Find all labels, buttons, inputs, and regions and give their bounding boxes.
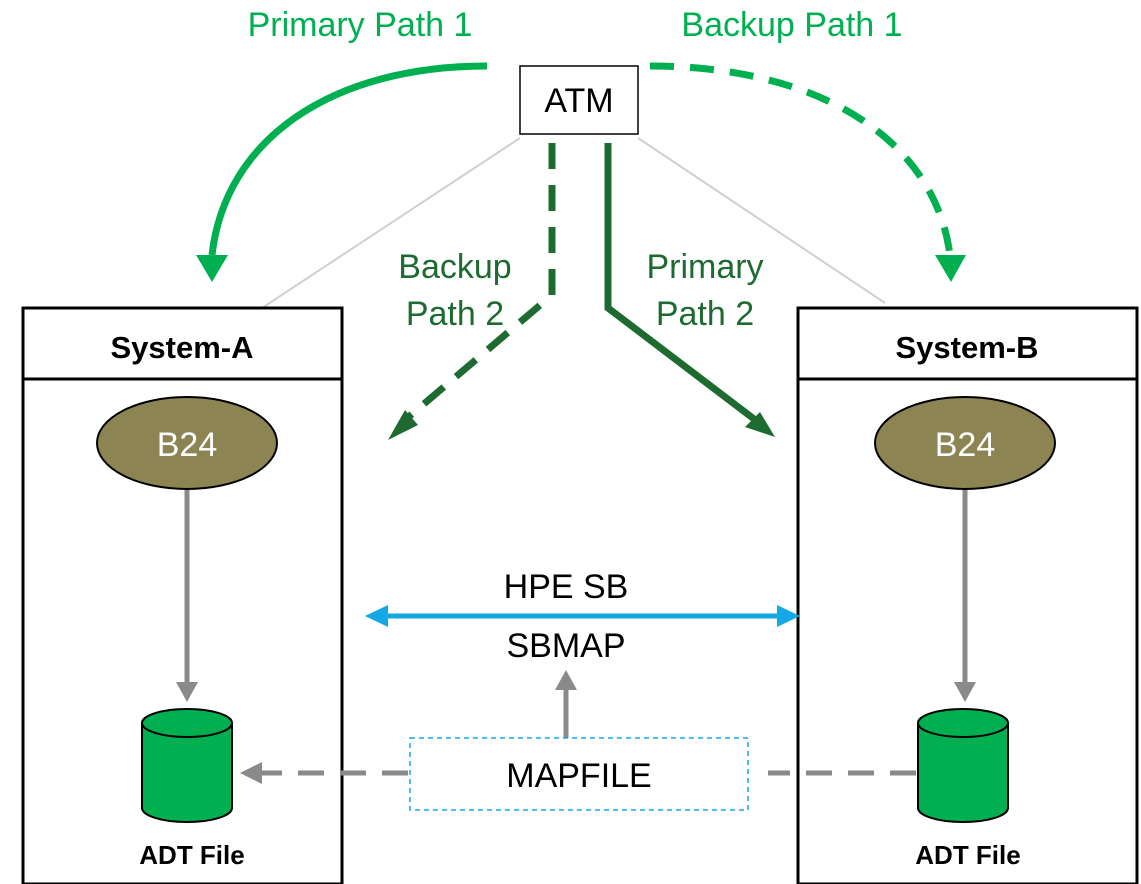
system-a-title: System-A — [111, 330, 254, 365]
atm-box — [519, 65, 639, 135]
system-a-adt-cylinder — [141, 708, 233, 823]
backup-path-1-arrow — [649, 62, 954, 256]
system-b-b24-to-adt-arrowhead — [954, 682, 976, 702]
system-a-b24-node — [96, 396, 278, 490]
primary-path-1-label: Primary Path 1 — [248, 6, 473, 44]
backup-path-1-label: Backup Path 1 — [681, 6, 902, 44]
atm-to-system-b-connector — [637, 137, 886, 304]
system-b-b24-label: B24 — [935, 426, 996, 464]
primary-path-1-arrow — [208, 62, 488, 256]
system-a-b24-to-adt-arrowhead — [176, 682, 198, 702]
atm-label: ATM — [544, 82, 613, 120]
system-b-b24-node — [874, 396, 1056, 490]
system-b-adt-cylinder — [917, 708, 1009, 823]
atm-to-system-a-connector — [261, 137, 521, 309]
system-a-adt-label: ADT File — [139, 840, 244, 870]
system-b-box: System-B B24 ADT File — [796, 306, 1139, 884]
mapfile-to-system-a-adt-arrowhead — [240, 762, 262, 784]
mapfile-label: MAPFILE — [506, 757, 651, 795]
backup-path-2-arrow — [402, 143, 556, 423]
system-b-adt-label: ADT File — [915, 840, 1020, 870]
hpe-sb-arrowhead-right — [777, 605, 800, 627]
hpe-sb-label: HPE SB — [504, 568, 629, 606]
primary-path-2-label-line2: Path 2 — [656, 295, 754, 333]
backup-path-2-label-line2: Path 2 — [406, 295, 504, 333]
sbmap-label: SBMAP — [506, 627, 625, 665]
primary-path-2-arrowhead — [745, 412, 775, 437]
primary-path-1-arrowhead — [196, 255, 228, 282]
mapfile-to-sbmap-arrowhead — [555, 670, 577, 690]
hpe-sb-arrowhead-left — [365, 605, 388, 627]
system-b-title: System-B — [896, 330, 1039, 365]
backup-path-2-arrowhead — [388, 410, 418, 440]
mapfile-box — [409, 737, 749, 811]
backup-path-1-arrowhead — [935, 255, 966, 282]
primary-path-2-arrow — [604, 143, 761, 425]
backup-path-2-label-line1: Backup — [398, 248, 511, 286]
system-a-box: System-A B24 ADT File — [21, 306, 344, 884]
system-a-b24-label: B24 — [157, 426, 218, 464]
primary-path-2-label-line1: Primary — [646, 248, 763, 286]
